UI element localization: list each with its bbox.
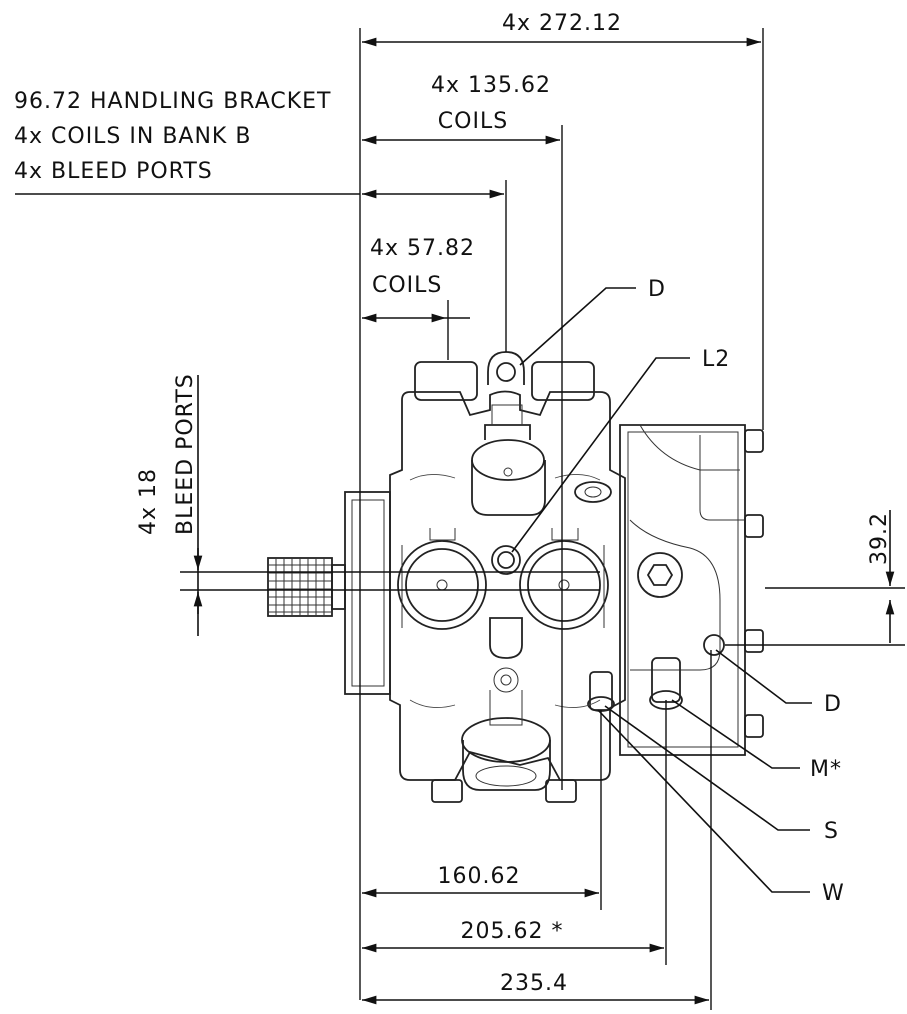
coil-right xyxy=(519,528,609,630)
dim-bottom-2: 205.62 * xyxy=(461,919,564,944)
dim-overall: 4x 272.12 xyxy=(502,11,622,36)
coil-bottom xyxy=(461,667,551,791)
pump-body xyxy=(267,351,764,803)
callout-leaders xyxy=(511,287,812,893)
dim-bottom-1: 160.62 xyxy=(438,864,521,889)
dim-bleed-value: 4x 18 xyxy=(136,468,161,535)
coil-top xyxy=(471,404,546,516)
dimension-lines xyxy=(15,28,905,1010)
dimension-labels: 4x 272.12 4x 135.62 COILS 96.72 HANDLING… xyxy=(14,11,892,996)
coil-left xyxy=(397,528,487,630)
dim-bleed-word: BLEED PORTS xyxy=(173,373,198,535)
dim-coils-near-word: COILS xyxy=(372,273,442,298)
callout-labels: D L2 D M* S W xyxy=(648,277,845,906)
dim-coils-far-word: COILS xyxy=(438,109,508,134)
dim-handling-line2: 4x COILS IN BANK B xyxy=(14,124,251,149)
callout-s: S xyxy=(824,819,839,844)
dim-handling-line3: 4x BLEED PORTS xyxy=(14,159,213,184)
dim-right-vertical: 39.2 xyxy=(867,512,892,565)
callout-top-d: D xyxy=(648,277,666,302)
spline-shaft xyxy=(267,557,346,617)
callout-right-d: D xyxy=(824,692,842,717)
callout-w: W xyxy=(822,881,845,906)
callout-l2: L2 xyxy=(702,347,730,372)
dim-handling-line1: 96.72 HANDLING BRACKET xyxy=(14,89,332,114)
dim-bottom-3: 235.4 xyxy=(500,971,568,996)
dim-coils-near-value: 4x 57.82 xyxy=(370,236,475,261)
dim-coils-far-value: 4x 135.62 xyxy=(431,73,551,98)
callout-m: M* xyxy=(810,757,842,782)
